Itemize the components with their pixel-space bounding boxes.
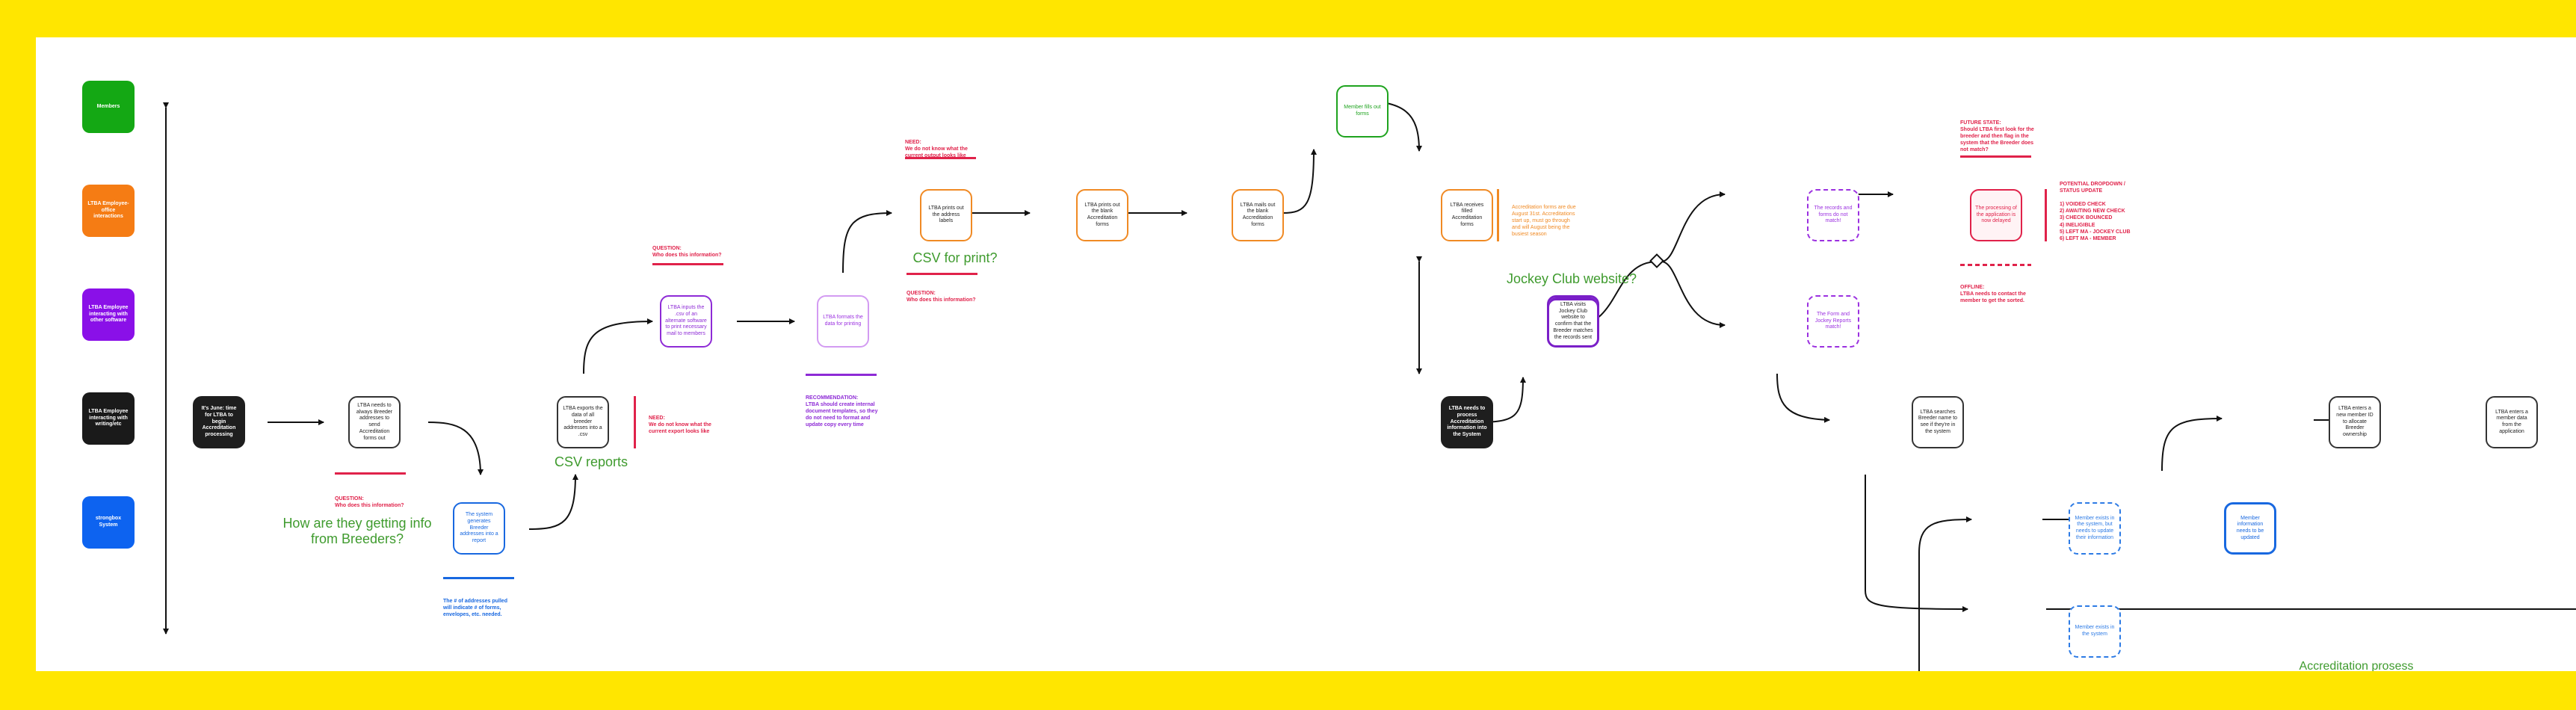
note-recommendation: RECOMMENDATION: LTBA should create inter… — [806, 395, 878, 428]
label-accreditation: Accreditation prosess — [2299, 660, 2414, 671]
note-bar — [1497, 189, 1499, 241]
lane-employee-software[interactable]: LTBA Employee interacting with other sof… — [82, 288, 135, 341]
note-bar — [634, 396, 636, 448]
whiteboard-canvas: Members LTBA Employee-office interaction… — [36, 37, 2576, 671]
node-3[interactable]: LTBA exports the data of all breeder add… — [557, 396, 609, 448]
lane-members[interactable]: Members — [82, 81, 135, 133]
node-start[interactable]: It's June: time for LTBA to begin Accred… — [193, 396, 245, 448]
node-14[interactable]: The Form and Jockey Reports match! — [1807, 295, 1859, 348]
node-8[interactable]: LTBA mails out the blank Accreditation f… — [1232, 189, 1284, 241]
note-underline — [906, 273, 977, 275]
node-15[interactable]: The processing of the application is now… — [1970, 189, 2022, 241]
note-need-1: NEED: We do not know what the current ex… — [649, 416, 711, 435]
node-6[interactable]: LTBA prints out the address labels — [920, 189, 972, 241]
edge-n18-n20 — [2161, 416, 2223, 472]
node-13[interactable]: The records and forms do not match! — [1807, 189, 1859, 241]
edge-n8-n9 — [1282, 149, 1317, 214]
note-question-1: QUESTION: Who does this information? — [335, 496, 404, 509]
note-underline — [905, 157, 976, 159]
note-underline — [443, 577, 514, 579]
node-11[interactable]: LTBA needs to process Accreditation info… — [1441, 396, 1493, 448]
node-1[interactable]: LTBA needs to always Breeder addresses t… — [348, 396, 401, 448]
label-csv-reports: CSV reports — [554, 454, 628, 469]
note-need-2: NEED: We do not know what the current ou… — [905, 140, 968, 159]
note-underline — [335, 472, 406, 475]
edge-n1-n2 — [427, 422, 484, 475]
edge-bottom-loop — [1918, 516, 1972, 671]
label-csv-print: CSV for print? — [912, 250, 998, 265]
node-21[interactable]: LTBA enters a member data from the appli… — [2486, 396, 2538, 448]
edge-n2-n3 — [528, 474, 578, 530]
node-20[interactable]: LTBA enters a new member ID to allocate … — [2329, 396, 2381, 448]
note-underline — [1960, 264, 2031, 266]
node-2[interactable]: The system generates Breeder addresses i… — [453, 502, 505, 555]
connector-layer — [163, 100, 2576, 671]
node-17[interactable]: Member exists in the system, but needs t… — [2069, 502, 2121, 555]
label-jockey: Jockey Club website? — [1506, 271, 1637, 286]
label-getting-info: How are they getting info from Breeders? — [282, 516, 432, 546]
edge-n16-n19 — [1865, 475, 1968, 612]
node-18[interactable]: Member information needs to be updated — [2224, 502, 2276, 555]
edge-decision-n14 — [1661, 261, 1726, 328]
edge-n14-n16 — [1776, 373, 1830, 423]
node-10[interactable]: LTBA receives filled Accreditation forms — [1441, 189, 1493, 241]
note-underline — [806, 374, 877, 376]
decision-diamond — [1649, 253, 1664, 268]
node-9[interactable]: Member fills out forms — [1336, 85, 1389, 138]
node-5[interactable]: LTBA formats the data for printing — [817, 295, 869, 348]
lane-employee-writing[interactable]: LTBA Employee interacting with writing/e… — [82, 392, 135, 445]
note-offline: OFFLINE: LTBA needs to contact the membe… — [1960, 285, 2026, 304]
node-7[interactable]: LTBA prints out the blank Accreditation … — [1076, 189, 1128, 241]
note-future-state: FUTURE STATE: Should LTBA first look for… — [1960, 120, 2034, 153]
node-19[interactable]: Member exists in the system — [2069, 605, 2121, 658]
note-question-3: QUESTION: Who does this information? — [906, 291, 976, 303]
edge-decision-n13 — [1661, 191, 1726, 262]
note-underline — [1960, 155, 2031, 158]
node-12[interactable]: LTBA visits Jockey Club website to confi… — [1547, 295, 1599, 348]
edge-n5-n6 — [842, 210, 892, 274]
note-accreditation-forms: Accreditation forms are due August 31st.… — [1512, 205, 1576, 238]
lane-employee-office[interactable]: LTBA Employee-office interactions — [82, 185, 135, 237]
lane-system[interactable]: strongbox System — [82, 496, 135, 549]
note-dropdown: POTENTIAL DROPDOWN / STATUS UPDATE 1) VO… — [2060, 182, 2131, 241]
edge-n3-n4 — [583, 318, 653, 374]
note-bar — [2045, 189, 2047, 241]
note-underline — [652, 263, 723, 265]
node-4[interactable]: LTBA inputs the .csv of an alternate sof… — [660, 295, 712, 348]
note-question-2: QUESTION: Who does this information? — [652, 246, 722, 259]
note-addresses: The # of addresses pulled will indicate … — [443, 599, 507, 618]
node-16[interactable]: LTBA searches Breeder name to see if the… — [1912, 396, 1964, 448]
